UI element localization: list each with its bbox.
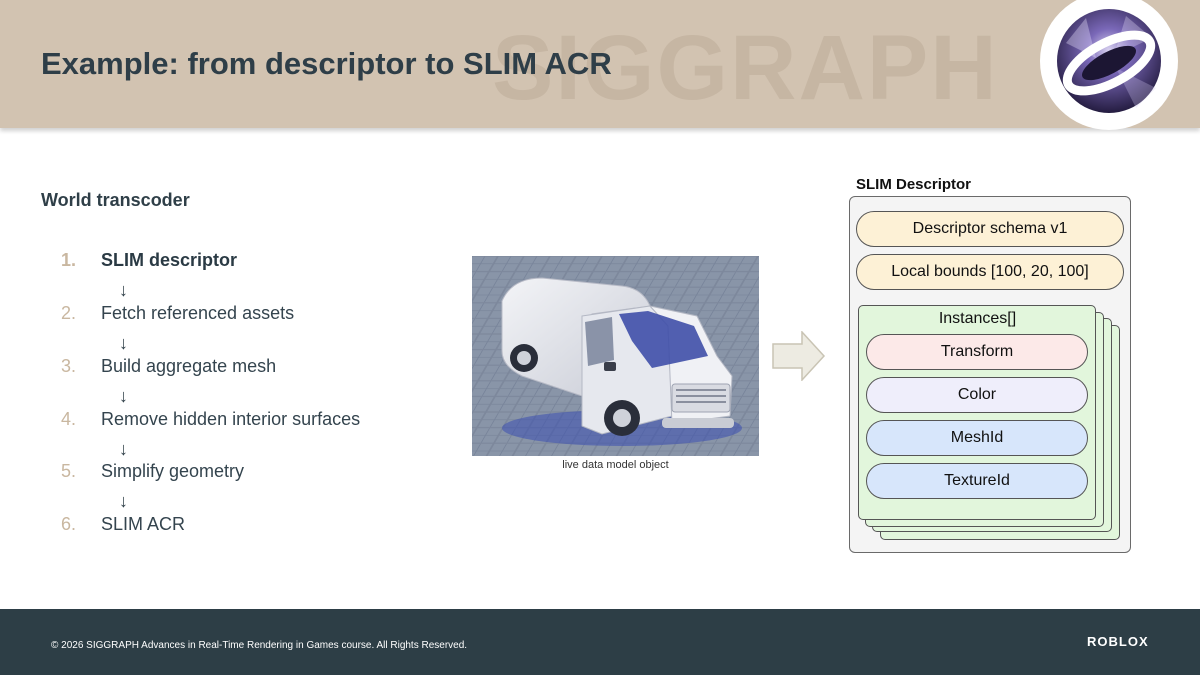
footer-bar bbox=[0, 609, 1200, 675]
down-arrow: ↓ bbox=[119, 439, 128, 459]
van-render-image bbox=[472, 256, 759, 456]
step-label: SLIM descriptor bbox=[101, 250, 238, 270]
siggraph-logo bbox=[1040, 0, 1178, 130]
siggraph-watermark: SIGGRAPH bbox=[492, 17, 999, 119]
descriptor-title: SLIM Descriptor bbox=[856, 176, 972, 193]
instances-label: Instances[] bbox=[938, 310, 1017, 327]
roblox-logo: ROBLOX bbox=[1087, 634, 1149, 649]
step-number: 6. bbox=[61, 514, 77, 534]
step-number: 1. bbox=[61, 250, 77, 270]
header-band bbox=[0, 0, 1200, 128]
copyright-text: © 2026 SIGGRAPH Advances in Real-Time Re… bbox=[51, 640, 468, 651]
down-arrow: ↓ bbox=[119, 491, 128, 511]
down-arrow: ↓ bbox=[119, 333, 128, 353]
step-number: 5. bbox=[61, 461, 77, 481]
step-label: Fetch referenced assets bbox=[101, 303, 295, 323]
step-number: 3. bbox=[61, 356, 77, 376]
schema-pill: Descriptor schema v1 bbox=[856, 211, 1124, 247]
step-label: Remove hidden interior surfaces bbox=[101, 409, 361, 429]
meshid-field: MeshId bbox=[866, 420, 1088, 456]
image-caption: live data model object bbox=[562, 459, 669, 471]
section-subtitle: World transcoder bbox=[41, 190, 190, 210]
bounds-pill: Local bounds [100, 20, 100] bbox=[856, 254, 1124, 290]
step-number: 4. bbox=[61, 409, 77, 429]
step-label: Simplify geometry bbox=[101, 461, 245, 481]
step-label: Build aggregate mesh bbox=[101, 356, 277, 376]
step-label: SLIM ACR bbox=[101, 514, 186, 534]
right-arrow-icon bbox=[772, 331, 826, 381]
down-arrow: ↓ bbox=[119, 280, 128, 300]
step-number: 2. bbox=[61, 303, 77, 323]
siggraph-logo-icon bbox=[1057, 9, 1161, 113]
van-illustration bbox=[472, 256, 759, 456]
textureid-field: TextureId bbox=[866, 463, 1088, 499]
transform-field: Transform bbox=[866, 334, 1088, 370]
color-field: Color bbox=[866, 377, 1088, 413]
slide-title: Example: from descriptor to SLIM ACR bbox=[41, 46, 612, 81]
down-arrow: ↓ bbox=[119, 386, 128, 406]
